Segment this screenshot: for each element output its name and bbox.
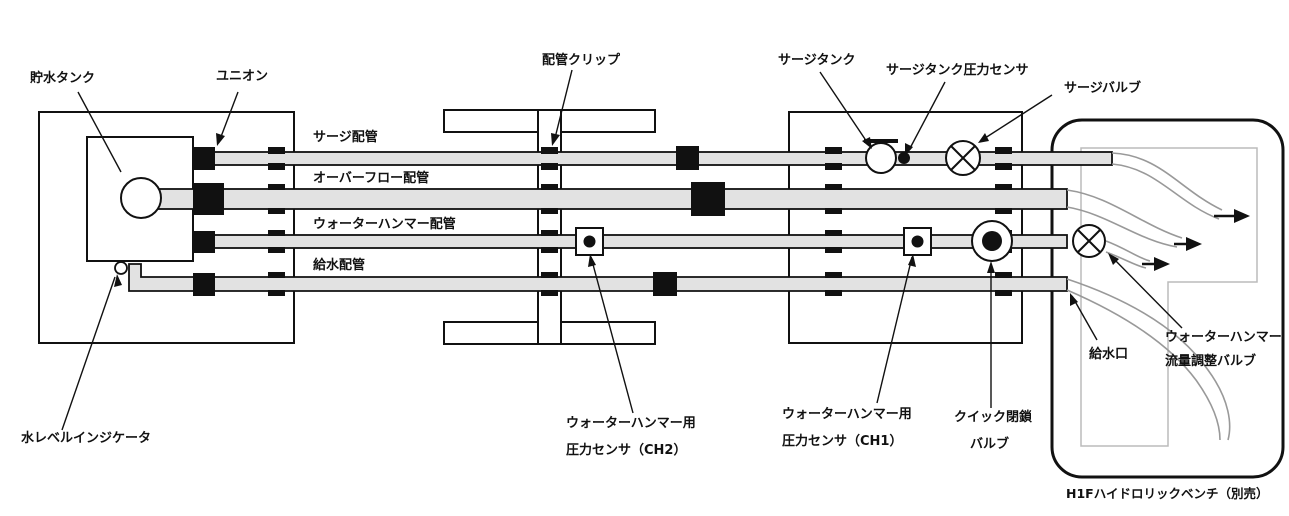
tank-outlet xyxy=(120,177,162,219)
pipe-clip xyxy=(825,208,842,214)
pipe-clip xyxy=(825,230,842,236)
union-supply xyxy=(193,273,215,296)
label-hydraulic-bench: H1Fハイドロリックベンチ（別売） xyxy=(1066,486,1268,501)
pipe-clip xyxy=(995,272,1012,278)
label-surge-valve: サージバルブ xyxy=(1064,80,1141,96)
label-supply-inlet: 給水口 xyxy=(1089,346,1128,362)
surge-tank xyxy=(865,142,897,174)
pipe-clip xyxy=(541,147,558,154)
middle-support-stand xyxy=(443,109,656,345)
label-reservoir-tank: 貯水タンク xyxy=(30,70,95,86)
pipe-clip xyxy=(268,184,285,190)
pipe-clip xyxy=(268,208,285,214)
pipe-clip xyxy=(825,184,842,190)
flow-arrow-head xyxy=(1186,237,1202,251)
pipe-clip xyxy=(268,147,285,154)
pipe-clip xyxy=(268,290,285,296)
supply-pipe xyxy=(128,263,1068,292)
pipe-clip xyxy=(268,272,285,278)
pipe-clip xyxy=(825,163,842,170)
label-sensor-ch1-line1: ウォーターハンマー用 xyxy=(782,407,912,422)
pipe-clip xyxy=(541,208,558,214)
pipe-clip xyxy=(995,163,1012,170)
label-union: ユニオン xyxy=(216,69,268,84)
label-flow-valve-line1: ウォーターハンマー xyxy=(1165,330,1282,345)
pipe-clip xyxy=(995,208,1012,214)
hydraulic-bench xyxy=(1050,118,1285,479)
flow-control-valve xyxy=(1072,224,1106,258)
union-surge-mid xyxy=(676,146,699,170)
pipe-clip xyxy=(268,163,285,170)
label-supply-pipe: 給水配管 xyxy=(313,257,365,273)
union-supply-mid xyxy=(653,272,677,296)
label-surge-pipe: サージ配管 xyxy=(313,129,378,145)
pipe-clip xyxy=(541,272,558,278)
union-overflow xyxy=(193,183,224,215)
water-hammer-pipe xyxy=(192,234,1068,249)
union-water-hammer xyxy=(193,231,215,253)
pipe-clip xyxy=(268,247,285,253)
pipe-clip xyxy=(541,290,558,296)
label-sensor-ch1-line2: 圧力センサ（CH1） xyxy=(782,433,902,449)
labels: 貯水タンク ユニオン 配管クリップ サージタンク サージタンク圧力センサ サージ… xyxy=(21,52,1282,501)
pipe-clip xyxy=(995,184,1012,190)
surge-valve xyxy=(945,140,981,176)
pipe-clip xyxy=(541,230,558,236)
pressure-sensor-ch1 xyxy=(903,227,932,256)
pipe-clip xyxy=(825,147,842,154)
leader-arrowheads xyxy=(114,133,1119,306)
label-flow-valve-line2: 流量調整バルブ xyxy=(1165,353,1256,369)
leader-lines xyxy=(61,69,1183,431)
pressure-sensor-ch2 xyxy=(575,227,604,256)
pipe-clip xyxy=(825,247,842,253)
label-pipe-clip: 配管クリップ xyxy=(542,52,621,68)
label-sensor-ch2-line2: 圧力センサ（CH2） xyxy=(566,442,686,458)
water-level-indicator xyxy=(114,261,128,275)
overflow-pipe xyxy=(140,188,1068,210)
pipe-clip xyxy=(995,290,1012,296)
bench-basin-outline xyxy=(1080,147,1258,447)
label-water-hammer-pipe: ウォーターハンマー配管 xyxy=(313,216,456,232)
flow-arrow-head xyxy=(1234,209,1250,223)
unions xyxy=(193,146,725,296)
union-surge xyxy=(193,147,215,170)
quick-closing-valve xyxy=(971,220,1013,262)
label-overflow-pipe: オーバーフロー配管 xyxy=(313,170,429,186)
pipe-clip xyxy=(825,290,842,296)
label-quick-valve-line1: クイック閉鎖 xyxy=(954,409,1033,425)
label-surge-tank-pressure-sensor: サージタンク圧力センサ xyxy=(886,62,1028,78)
flow-arrows xyxy=(1142,209,1250,271)
label-quick-valve-line2: バルブ xyxy=(970,436,1009,452)
pipe-clip xyxy=(268,230,285,236)
surge-tank-cap xyxy=(864,139,898,143)
union-overflow-mid xyxy=(691,182,725,216)
stand-post xyxy=(537,109,562,345)
surge-tank-pressure-sensor xyxy=(898,152,910,164)
pipe-clip xyxy=(995,147,1012,154)
label-water-level-indicator: 水レベルインジケータ xyxy=(21,430,151,446)
pipe-clip xyxy=(541,247,558,253)
label-sensor-ch2-line1: ウォーターハンマー用 xyxy=(566,416,696,431)
hoses xyxy=(1066,152,1231,441)
pipe-clip xyxy=(541,184,558,190)
pipe-clip xyxy=(825,272,842,278)
label-surge-tank: サージタンク xyxy=(778,53,855,68)
pipe-clip xyxy=(541,163,558,170)
flow-arrow-head xyxy=(1154,257,1170,271)
